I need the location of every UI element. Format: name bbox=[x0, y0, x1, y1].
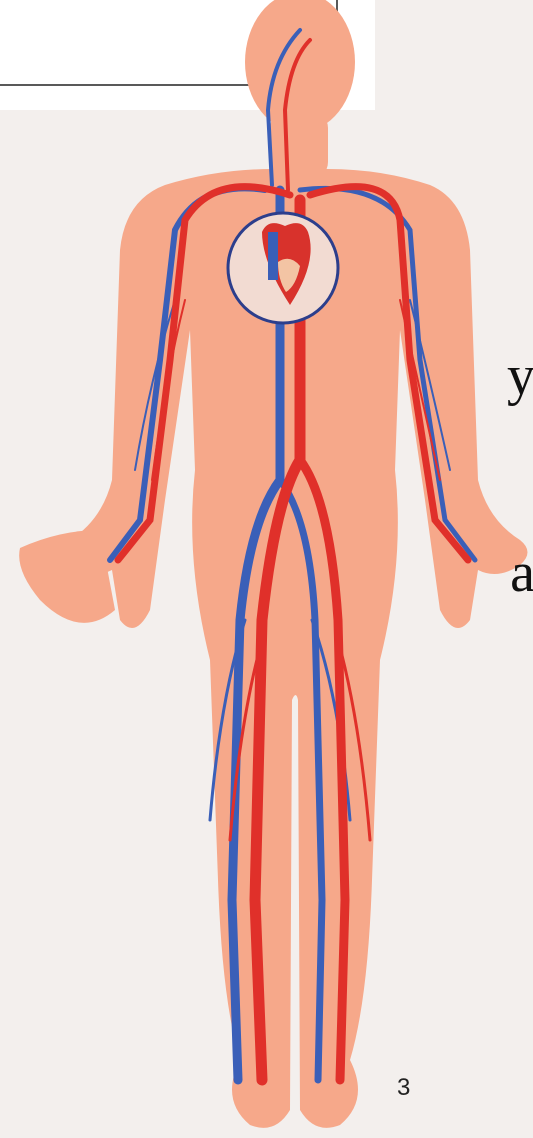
heart-callout bbox=[228, 213, 338, 323]
page-number: 3 bbox=[397, 1074, 410, 1102]
partial-text-line-2: a bbox=[510, 545, 533, 601]
partial-text-line-1: y bbox=[507, 348, 533, 404]
